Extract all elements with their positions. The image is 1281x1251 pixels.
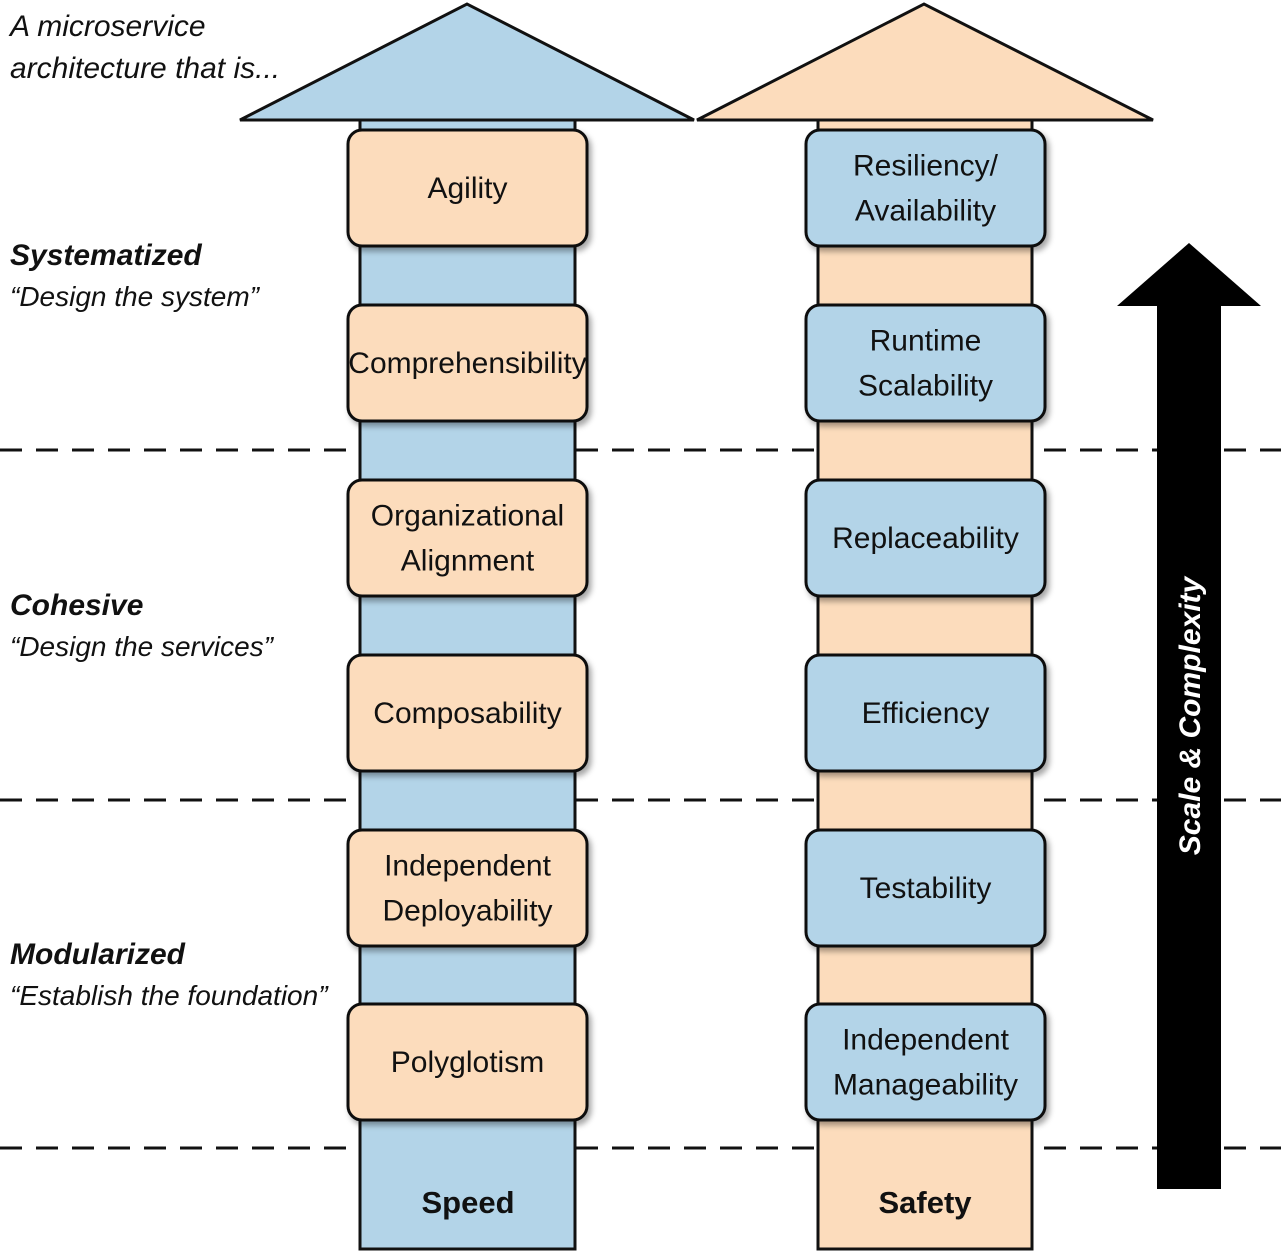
safety-box-testability: Testability [804,828,1047,948]
safety-box-label: Resiliency/ [853,150,999,183]
tier-subtitle-systematized: “Design the system” [10,281,261,312]
speed-box-label: Agility [427,172,507,205]
safety-arrow-head [696,2,1154,122]
safety-box-label: Efficiency [862,697,990,730]
tier-subtitle-modularized: “Establish the foundation” [10,980,329,1011]
speed-box-shape [346,828,589,948]
safety-box-label: Replaceability [832,522,1019,555]
scale-arrow-shape [1117,243,1261,1189]
intro-text-line-2: architecture that is... [10,52,280,85]
safety-box-shape [804,828,1047,948]
speed-box-shape [346,303,589,423]
safety-box-shape [804,478,1047,598]
safety-box-label: Manageability [833,1069,1018,1102]
safety-box-label: Independent [842,1024,1009,1057]
safety-box-shape [804,653,1047,773]
speed-goal-boxes: AgilityComprehensibilityOrganizationalAl… [346,128,589,1122]
safety-box-replaceability: Replaceability [804,478,1047,598]
speed-box-shape [346,128,589,248]
safety-base-label: Safety [878,1185,972,1220]
safety-box-shape [804,303,1047,423]
speed-box-label: Alignment [401,545,535,578]
scale-complexity-arrow: Scale & Complexity [1117,243,1261,1189]
tier-name-cohesive: Cohesive [10,589,143,622]
speed-box-shape [346,478,589,598]
safety-box-shape [804,128,1047,248]
tier-subtitle-cohesive: “Design the services” [10,631,275,662]
safety-box-label: Testability [860,872,992,905]
safety-goal-boxes: Resiliency/AvailabilityRuntimeScalabilit… [804,128,1047,1122]
safety-box-resiliency-availability: Resiliency/Availability [804,128,1047,248]
tier-name-systematized: Systematized [10,239,202,272]
speed-box-label: Polyglotism [391,1046,544,1079]
speed-box-agility: Agility [346,128,589,248]
safety-box-shape [804,1002,1047,1122]
scale-arrow-label: Scale & Complexity [1174,575,1207,855]
speed-arrow-head [239,2,695,122]
safety-box-label: Availability [855,195,996,228]
speed-box-label: Comprehensibility [348,347,586,380]
speed-box-label: Deployability [382,895,552,928]
speed-box-label: Independent [384,850,551,883]
tier-separators [0,448,1281,1150]
speed-box-label: Organizational [371,500,564,533]
safety-box-label: Scalability [858,370,993,403]
speed-box-shape [346,1002,589,1122]
safety-box-efficiency: Efficiency [804,653,1047,773]
speed-box-comprehensibility: Comprehensibility [346,303,589,423]
safety-box-label: Runtime [870,325,982,358]
speed-box-composability: Composability [346,653,589,773]
speed-box-polyglotism: Polyglotism [346,1002,589,1122]
speed-box-label: Composability [373,697,561,730]
tier-name-modularized: Modularized [10,938,186,971]
intro-text-line-1: A microservice [8,10,206,43]
speed-box-shape [346,653,589,773]
speed-base-label: Speed [421,1185,514,1220]
